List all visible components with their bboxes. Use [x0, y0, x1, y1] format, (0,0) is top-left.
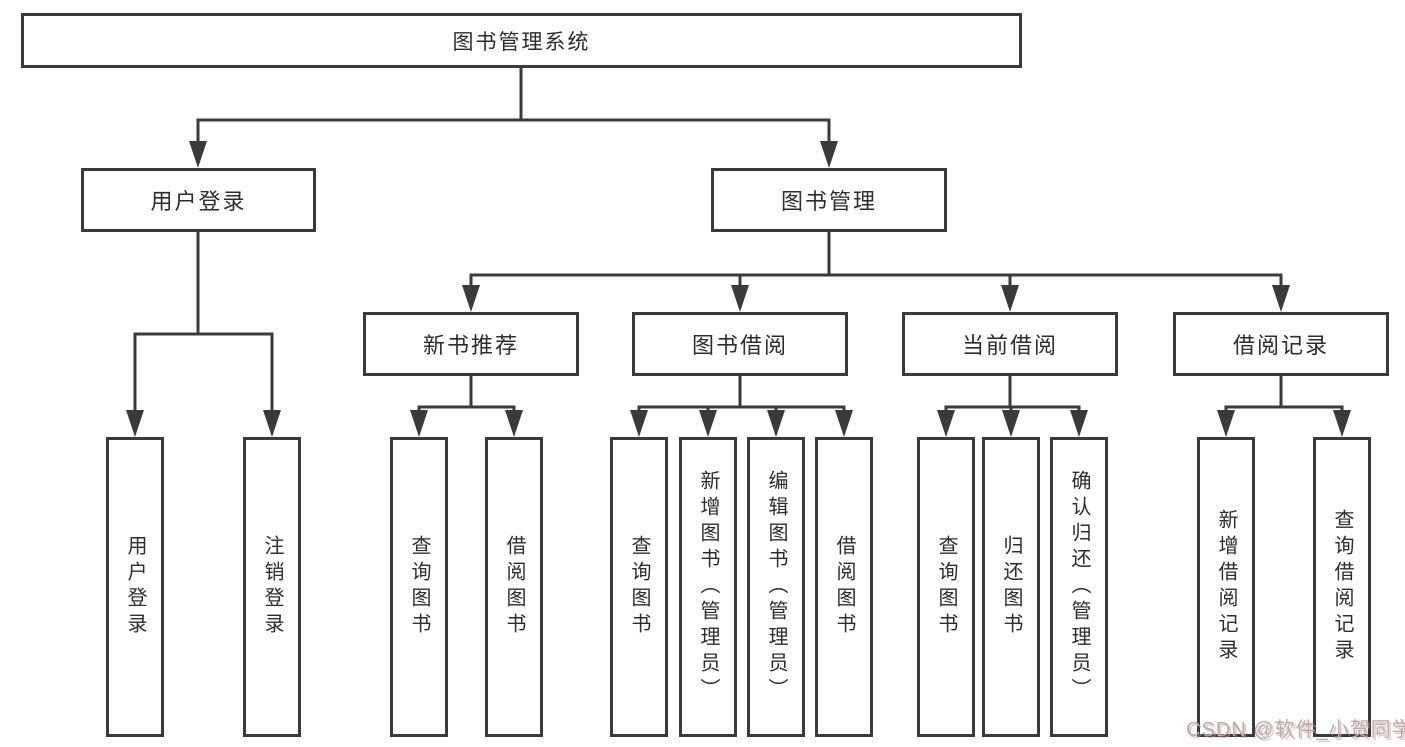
csdn-watermark: CSDN @软件_小贺同学 [1186, 719, 1405, 741]
leaf-borrow-books-2-label: 借阅图书 [833, 535, 855, 639]
leaf-query-books-3: 查询图书 [917, 437, 975, 737]
leaf-query-books-1: 查询图书 [390, 437, 448, 737]
leaf-query-borrow-record: 查询借阅记录 [1313, 437, 1371, 737]
leaf-confirm-return-admin-label: 确认归还（管理员） [1068, 470, 1090, 704]
leaf-add-book-admin-label: 新增图书（管理员） [697, 470, 719, 704]
leaf-user-login: 用户登录 [106, 437, 164, 737]
node-user-login: 用户登录 [81, 168, 316, 232]
leaf-query-borrow-record-label: 查询借阅记录 [1331, 509, 1353, 665]
leaf-return-book: 归还图书 [982, 437, 1040, 737]
leaf-query-books-1-label: 查询图书 [408, 535, 430, 639]
leaf-add-borrow-record: 新增借阅记录 [1197, 437, 1255, 737]
leaf-borrow-books-1-label: 借阅图书 [503, 535, 525, 639]
leaf-confirm-return-admin: 确认归还（管理员） [1050, 437, 1108, 737]
node-new-book-recommend: 新书推荐 [363, 312, 579, 376]
node-book-management: 图书管理 [711, 168, 947, 232]
node-root: 图书管理系统 [21, 13, 1022, 68]
node-book-borrowing: 图书借阅 [632, 312, 848, 376]
leaf-add-borrow-record-label: 新增借阅记录 [1215, 509, 1237, 665]
leaf-add-book-admin: 新增图书（管理员） [679, 437, 737, 737]
leaf-edit-book-admin: 编辑图书（管理员） [747, 437, 805, 737]
node-borrow-records: 借阅记录 [1173, 312, 1389, 376]
node-current-borrowing: 当前借阅 [902, 312, 1118, 376]
leaf-logout-label: 注销登录 [261, 535, 283, 639]
leaf-user-login-label: 用户登录 [124, 535, 146, 639]
leaf-borrow-books-1: 借阅图书 [485, 437, 543, 737]
leaf-query-books-2-label: 查询图书 [628, 535, 650, 639]
leaf-borrow-books-2: 借阅图书 [815, 437, 873, 737]
leaf-query-books-2: 查询图书 [610, 437, 668, 737]
leaf-query-books-3-label: 查询图书 [935, 535, 957, 639]
leaf-edit-book-admin-label: 编辑图书（管理员） [765, 470, 787, 704]
leaf-logout: 注销登录 [243, 437, 301, 737]
leaf-return-book-label: 归还图书 [1000, 535, 1022, 639]
